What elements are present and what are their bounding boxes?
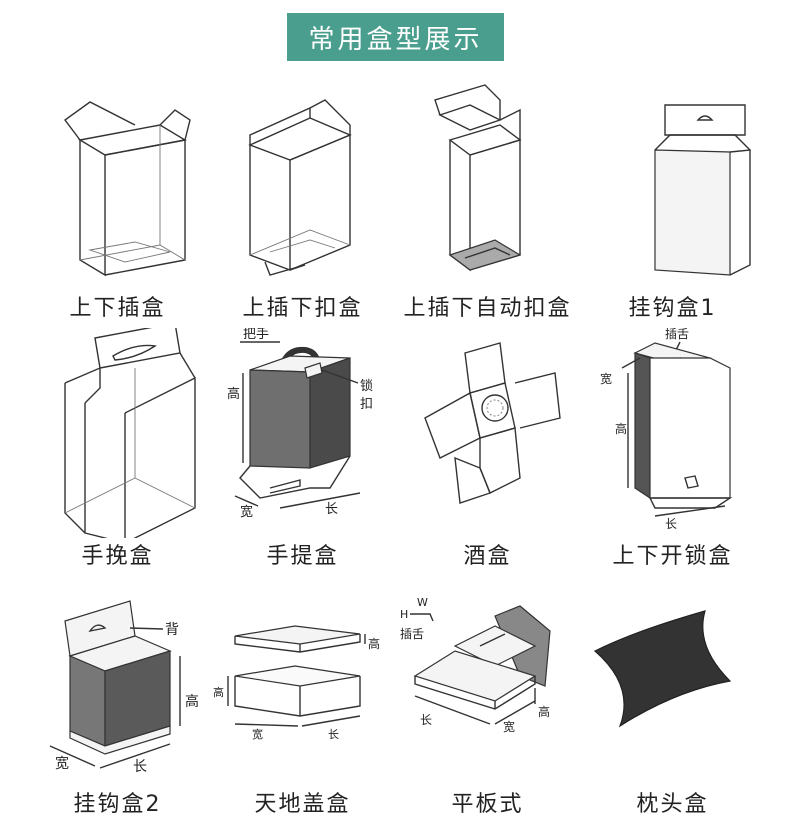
hanger-box-2-illustration: 背 高 宽 长 (49, 600, 199, 775)
lock-box-illustration: 插舌 宽 高 长 (600, 328, 733, 531)
annotation-height: 高 (227, 386, 240, 402)
annotation-back: 背 (165, 622, 179, 638)
annotation-width: 宽 (55, 755, 69, 772)
annotation-length: 长 (325, 502, 338, 517)
box-item-pillow-box: 枕头盒 (580, 576, 765, 824)
box-item-wine-box: 酒盒 (395, 328, 580, 576)
annotation-length: 长 (665, 517, 677, 531)
box-label: 手提盒 (266, 544, 339, 569)
box-item-gable-box: 手挽盒 (25, 328, 210, 576)
gable-box-illustration (64, 328, 196, 538)
box-item-tuck-top-snap-bottom: 上插下扣盒 (210, 80, 395, 328)
box-label: 天地盖盒 (254, 792, 351, 817)
annotation-width: 宽 (503, 719, 515, 734)
annotation-height-top: 高 (368, 636, 380, 651)
tuck-end-box-illustration (64, 101, 191, 277)
box-item-lid-base-box: 高 高 宽 长 天地盖盒 (210, 576, 395, 824)
annotation-width: 宽 (240, 504, 253, 520)
annotation-height: 高 (615, 421, 627, 436)
annotation-w: W (417, 596, 428, 609)
hanger-box-1-illustration (654, 104, 751, 276)
annotation-lock: 锁 (360, 378, 373, 394)
box-label: 上插下自动扣盒 (403, 296, 572, 321)
lid-base-box-illustration: 高 高 宽 长 (213, 625, 380, 741)
box-label: 酒盒 (463, 544, 512, 569)
flat-box-illustration: W H 插舌 高 长 宽 (400, 596, 551, 734)
tuck-top-snap-bottom-illustration (248, 99, 352, 276)
annotation-height: 高 (185, 693, 199, 710)
box-label: 上下插盒 (69, 296, 166, 321)
annotation-lock-2: 扣 (360, 397, 373, 412)
page-title: 常用盒型展示 (287, 13, 504, 61)
box-item-lock-box: 插舌 宽 高 长 上下开锁盒 (580, 328, 765, 576)
box-item-flat-box: W H 插舌 高 长 宽 平板式 (395, 576, 580, 824)
box-label: 挂钩盒1 (628, 296, 717, 321)
annotation-tab: 插舌 (665, 328, 689, 341)
annotation-height-side: 高 (213, 685, 224, 699)
box-label: 枕头盒 (636, 792, 709, 817)
wine-box-illustration (424, 342, 561, 504)
box-item-handle-box: 把手 高 锁 扣 宽 长 手提盒 (210, 328, 395, 576)
box-type-grid: 上下插盒 上插下扣盒 上插下自动扣盒 (25, 80, 765, 824)
annotation-handle: 把手 (243, 328, 269, 342)
box-item-tuck-end: 上下插盒 (25, 80, 210, 328)
annotation-length: 长 (133, 759, 147, 775)
box-label: 上插下扣盒 (242, 296, 363, 321)
annotation-h: H (400, 608, 408, 621)
box-label: 上下开锁盒 (612, 544, 733, 569)
tuck-top-auto-bottom-illustration (434, 84, 522, 272)
annotation-width: 宽 (600, 371, 612, 386)
annotation-tab: 插舌 (400, 627, 424, 641)
annotation-height: 高 (538, 704, 550, 719)
annotation-length: 长 (328, 728, 339, 741)
annotation-width: 宽 (252, 727, 263, 741)
box-label: 平板式 (451, 792, 524, 817)
pillow-box-illustration (593, 610, 732, 728)
box-item-tuck-top-auto-bottom: 上插下自动扣盒 (395, 80, 580, 328)
box-item-hanger-box-1: 挂钩盒1 (580, 80, 765, 328)
box-label: 手挽盒 (81, 544, 154, 569)
box-label: 挂钩盒2 (73, 792, 162, 817)
annotation-length: 长 (420, 713, 432, 727)
box-item-hanger-box-2: 背 高 宽 长 挂钩盒2 (25, 576, 210, 824)
handle-box-illustration: 把手 高 锁 扣 宽 长 (227, 328, 373, 520)
